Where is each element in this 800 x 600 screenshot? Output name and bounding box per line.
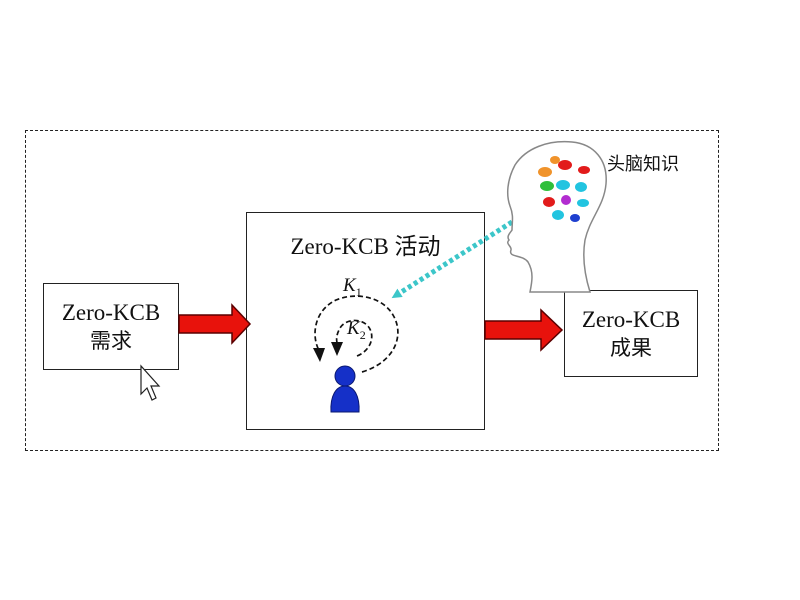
result-title: Zero-KCB bbox=[581, 306, 681, 332]
demand-box: Zero-KCB 需求 bbox=[43, 283, 179, 370]
activity-title: Zero-KCB 活动 bbox=[290, 234, 441, 259]
demand-subtitle: 需求 bbox=[90, 328, 132, 353]
mouse-cursor-icon bbox=[140, 364, 161, 401]
k2-label: K2 bbox=[346, 318, 366, 342]
k1-subscript: 1 bbox=[356, 285, 362, 299]
head-knowledge-label: 头脑知识 bbox=[607, 154, 679, 175]
person-icon bbox=[330, 365, 360, 413]
k1-label: K1 bbox=[342, 275, 362, 299]
flow-arrow-demand-to-activity bbox=[178, 303, 252, 345]
flow-arrow-activity-to-result bbox=[484, 308, 564, 352]
result-subtitle: 成果 bbox=[610, 335, 652, 360]
knowledge-loop-inner-head bbox=[331, 342, 343, 356]
activity-box: Zero-KCB 活动 bbox=[246, 212, 485, 430]
knowledge-loop-outer bbox=[314, 295, 399, 373]
demand-title: Zero-KCB bbox=[61, 299, 161, 325]
boundary-dashed-frame bbox=[25, 130, 719, 451]
speech-bubble-icon bbox=[538, 156, 590, 222]
result-box: Zero-KCB 成果 bbox=[564, 290, 698, 377]
knowledge-loop-outer-head bbox=[313, 348, 325, 362]
k2-symbol: K bbox=[346, 318, 361, 339]
k2-subscript: 2 bbox=[360, 328, 366, 342]
knowledge-flow-dotted-arrow bbox=[391, 219, 514, 299]
head-profile-icon bbox=[506, 140, 607, 293]
knowledge-loop-inner bbox=[335, 319, 373, 357]
k1-symbol: K bbox=[342, 275, 357, 296]
